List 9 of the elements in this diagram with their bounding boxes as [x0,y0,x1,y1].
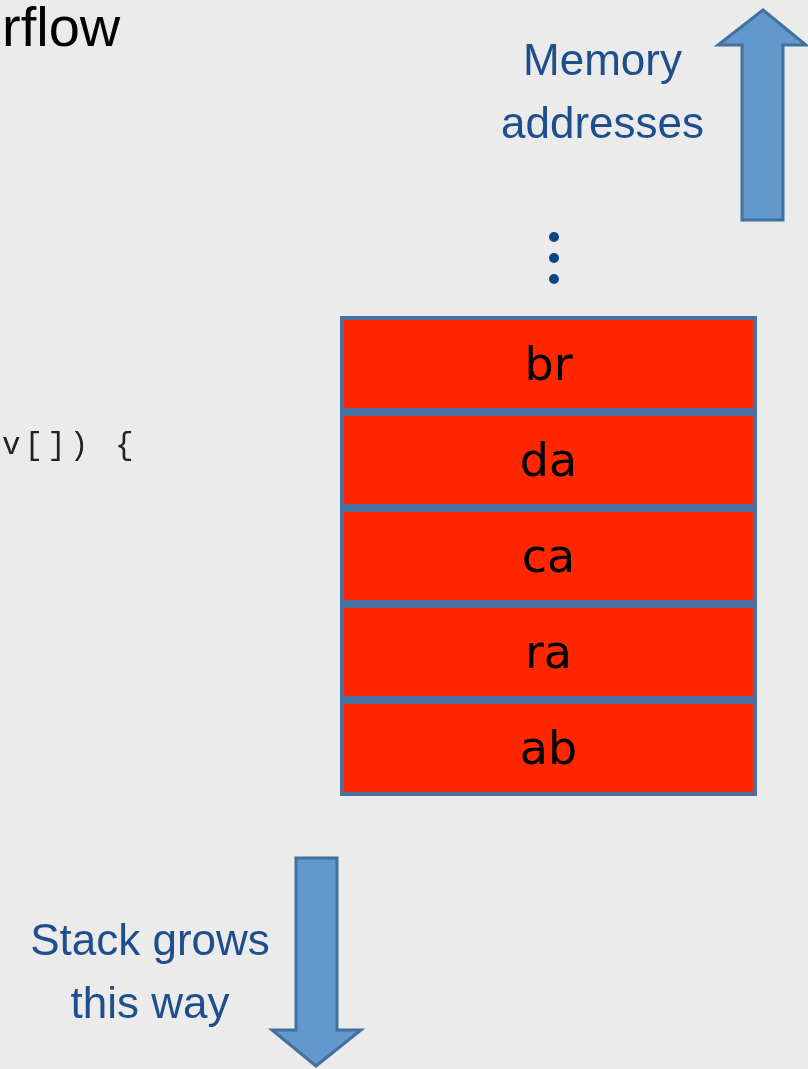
stack-growth-label: Stack grows this way [29,914,271,1029]
stack-cell: br [340,316,757,412]
memory-addresses-label: Memory addresses [500,34,705,149]
code-line: v[]) { [2,428,138,463]
slide-title: rflow [2,0,121,60]
stack-cell: ra [340,604,757,700]
stack-cell: ab [340,700,757,796]
stack-cell: da [340,412,757,508]
stack-cell: ca [340,508,757,604]
